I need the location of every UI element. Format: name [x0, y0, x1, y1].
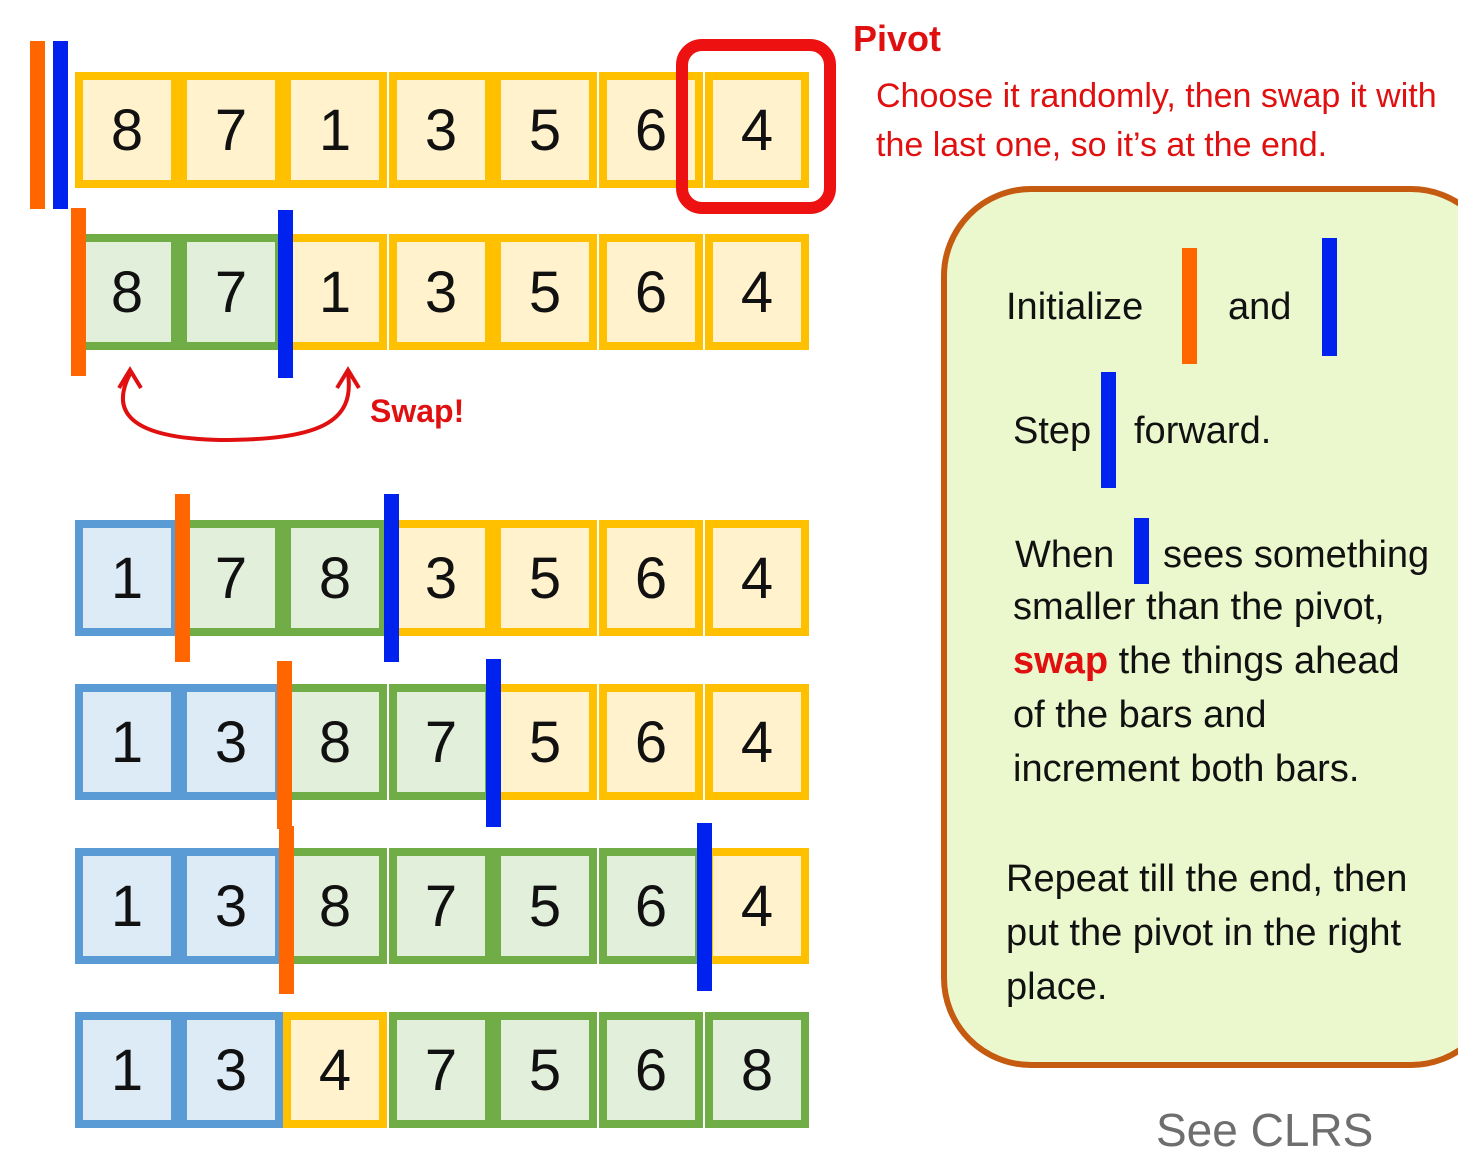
- array-cell: 1: [75, 520, 179, 636]
- array-cell: 4: [705, 848, 809, 964]
- forward-text: forward.: [1134, 410, 1272, 452]
- swap-label: Swap!: [370, 393, 465, 429]
- array-cell: 5: [493, 684, 597, 800]
- pivot-title: Pivot: [853, 18, 942, 59]
- of-bars-line: of the bars and: [1013, 694, 1267, 736]
- orange-bar-row-3: [175, 494, 190, 662]
- array-cell: 1: [75, 684, 179, 800]
- array-cell: 6: [599, 520, 703, 636]
- array-cell: 7: [179, 72, 283, 188]
- array-cell: 5: [493, 1012, 597, 1128]
- array-cell: 4: [705, 234, 809, 350]
- array-cell: 3: [389, 234, 493, 350]
- array-cell: 8: [705, 1012, 809, 1128]
- array-cell: 6: [599, 1012, 703, 1128]
- array-cell: 5: [493, 848, 597, 964]
- orange-bar-row-1: [30, 41, 45, 209]
- array-cell: 8: [75, 234, 179, 350]
- array-cell: 6: [599, 234, 703, 350]
- array-row-6: 1 3 4 7 5 6 8: [75, 1012, 813, 1128]
- swap-instruction: smaller than the pivot, swap the things …: [1013, 580, 1453, 796]
- array-cell: 8: [75, 72, 179, 188]
- array-cell: 3: [389, 520, 493, 636]
- array-cell: 7: [179, 234, 283, 350]
- array-cell: 7: [389, 848, 493, 964]
- pivot-highlight-box: [676, 39, 836, 214]
- array-cell: 1: [75, 1012, 179, 1128]
- smaller-line: smaller than the pivot,: [1013, 586, 1385, 628]
- array-cell: 1: [283, 72, 387, 188]
- initialize-text: Initialize: [1006, 286, 1144, 328]
- when-text: When: [1015, 534, 1115, 576]
- array-cell: 4: [705, 684, 809, 800]
- array-cell: 4: [283, 1012, 387, 1128]
- orange-bar-row-2: [71, 208, 86, 376]
- array-row-5: 1 3 8 7 5 6 4: [75, 848, 813, 964]
- array-cell: 3: [389, 72, 493, 188]
- array-cell: 1: [283, 234, 387, 350]
- array-cell: 8: [283, 848, 387, 964]
- swap-rest-text: the things ahead: [1108, 640, 1400, 682]
- increment-line: increment both bars.: [1013, 748, 1360, 790]
- pivot-cell: 4: [705, 72, 809, 188]
- repeat-instruction: Repeat till the end, then put the pivot …: [1006, 858, 1408, 1008]
- blue-bar-legend: [1322, 238, 1337, 356]
- explanation-panel: [941, 186, 1458, 1068]
- blue-bar-row-4: [486, 659, 501, 827]
- sees-something-text: sees something: [1163, 534, 1430, 576]
- array-row-3: 1 7 8 3 5 6 4: [75, 520, 813, 636]
- blue-bar-step: [1101, 372, 1116, 488]
- swap-keyword: swap: [1013, 640, 1109, 682]
- swap-line: swap the things ahead: [1013, 634, 1453, 688]
- pivot-description: Choose it randomly, then swap it with th…: [876, 77, 1437, 164]
- array-cell: 4: [705, 520, 809, 636]
- orange-bar-row-4: [277, 661, 292, 829]
- array-cell: 7: [389, 1012, 493, 1128]
- array-cell: 1: [75, 848, 179, 964]
- orange-bar-legend: [1182, 248, 1197, 364]
- and-text: and: [1228, 286, 1292, 328]
- blue-bar-when: [1134, 518, 1149, 584]
- array-cell: 8: [283, 520, 387, 636]
- blue-bar-row-3: [384, 494, 399, 662]
- array-cell: 7: [179, 520, 283, 636]
- array-cell: 6: [599, 848, 703, 964]
- array-cell: 5: [493, 72, 597, 188]
- blue-bar-row-5: [697, 823, 712, 991]
- blue-bar-row-1: [53, 41, 68, 209]
- array-row-2: 8 7 1 3 5 6 4: [75, 234, 813, 350]
- swap-arrow: [117, 366, 361, 443]
- step-text: Step: [1013, 410, 1092, 452]
- blue-bar-row-2: [278, 210, 293, 378]
- array-cell: 5: [493, 234, 597, 350]
- array-cell: 7: [389, 684, 493, 800]
- array-cell: 5: [493, 520, 597, 636]
- array-cell: 3: [179, 684, 283, 800]
- array-cell: 3: [179, 1012, 283, 1128]
- see-clrs-note: See CLRS: [1156, 1104, 1374, 1156]
- array-cell: 8: [283, 684, 387, 800]
- array-row-4: 1 3 8 7 5 6 4: [75, 684, 813, 800]
- array-cell: 6: [599, 684, 703, 800]
- orange-bar-row-5: [279, 826, 294, 994]
- array-cell: 3: [179, 848, 283, 964]
